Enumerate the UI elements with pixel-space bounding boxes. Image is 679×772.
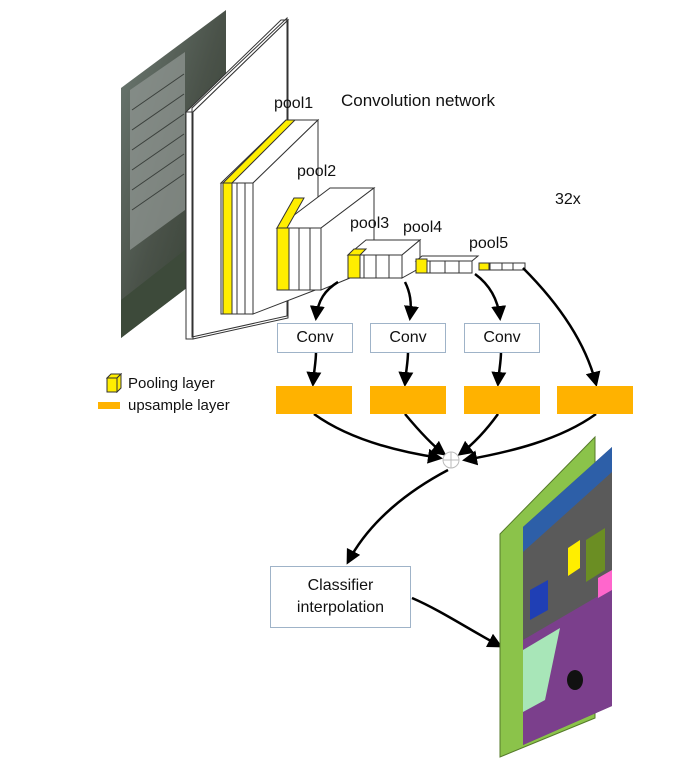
pool3-label: pool3	[350, 215, 390, 232]
upsample-layer-4	[557, 386, 633, 414]
conv-stacks	[184, 16, 526, 340]
pooling-layer-icon	[106, 373, 122, 393]
pool2-label: pool2	[297, 163, 337, 180]
pool4-label: pool4	[403, 219, 443, 236]
upsample-layer-1	[276, 386, 352, 414]
legend-pooling-label: Pooling layer	[128, 375, 215, 392]
pool1-label: pool1	[274, 95, 314, 112]
legend-upsample-label: upsample layer	[128, 397, 230, 414]
upsample-layer-3	[464, 386, 540, 414]
classifier-line1: Classifier	[307, 577, 374, 595]
conv-box-1: Conv	[277, 323, 353, 353]
classifier-box: Classifier interpolation	[270, 566, 411, 628]
conv-box-3: Conv	[464, 323, 540, 353]
upsample-layer-2	[370, 386, 446, 414]
diagram-title: Convolution network	[341, 91, 496, 110]
pool5-label: pool5	[469, 235, 509, 252]
arrows	[306, 267, 601, 648]
upsample-legend-swatch	[98, 402, 120, 409]
classifier-line2: interpolation	[296, 599, 385, 616]
sum-node	[442, 451, 460, 469]
scale-label: 32x	[555, 191, 581, 208]
conv-box-2: Conv	[370, 323, 446, 353]
output-segmentation	[499, 435, 612, 758]
